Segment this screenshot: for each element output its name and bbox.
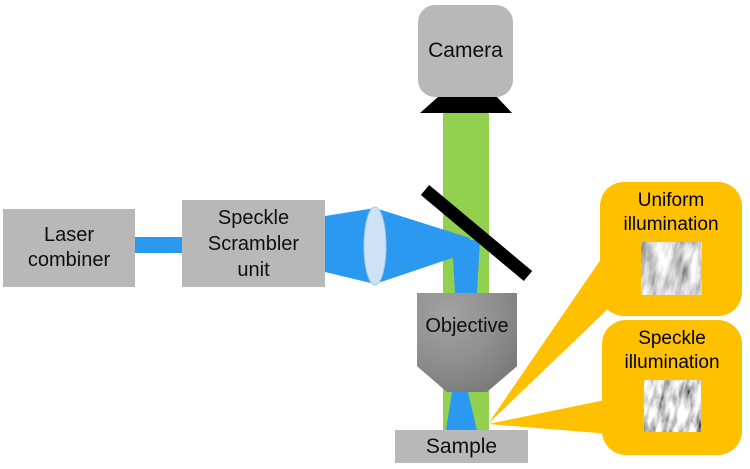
lens-icon (363, 206, 387, 286)
laser-combiner-box: Laser combiner (3, 209, 135, 287)
sample-label: Sample (425, 434, 498, 458)
uniform-illumination-image (640, 242, 702, 295)
camera-label: Camera (428, 39, 503, 62)
speckle-scrambler-box: Speckle Scrambler unit (182, 200, 325, 287)
speckle-illumination-label: Speckle illumination (624, 328, 720, 373)
objective-label: Objective (425, 315, 509, 337)
speckle-illumination-image (643, 380, 701, 432)
callout-speckle-illumination: Speckle illumination (602, 320, 742, 455)
blue-beam-reflected (452, 240, 480, 293)
blue-beam-expanding (325, 208, 470, 284)
callout-uniform-illumination: Uniform illumination (600, 182, 742, 316)
sample-box: Sample (395, 430, 528, 463)
laser-combiner-label: Laser combiner (27, 224, 111, 271)
camera-box: Camera (418, 5, 513, 97)
dichroic-mirror (420, 185, 533, 281)
callout-tail-speckle (488, 399, 610, 434)
camera-mount (420, 97, 512, 113)
speckle-scrambler-label: Speckle Scrambler unit (207, 206, 300, 281)
blue-beam-focused (446, 392, 477, 430)
uniform-illumination-label: Uniform illumination (623, 190, 719, 235)
objective-box: Objective (417, 293, 517, 392)
blue-beam-source (135, 237, 183, 253)
callout-tail-uniform (488, 243, 612, 424)
